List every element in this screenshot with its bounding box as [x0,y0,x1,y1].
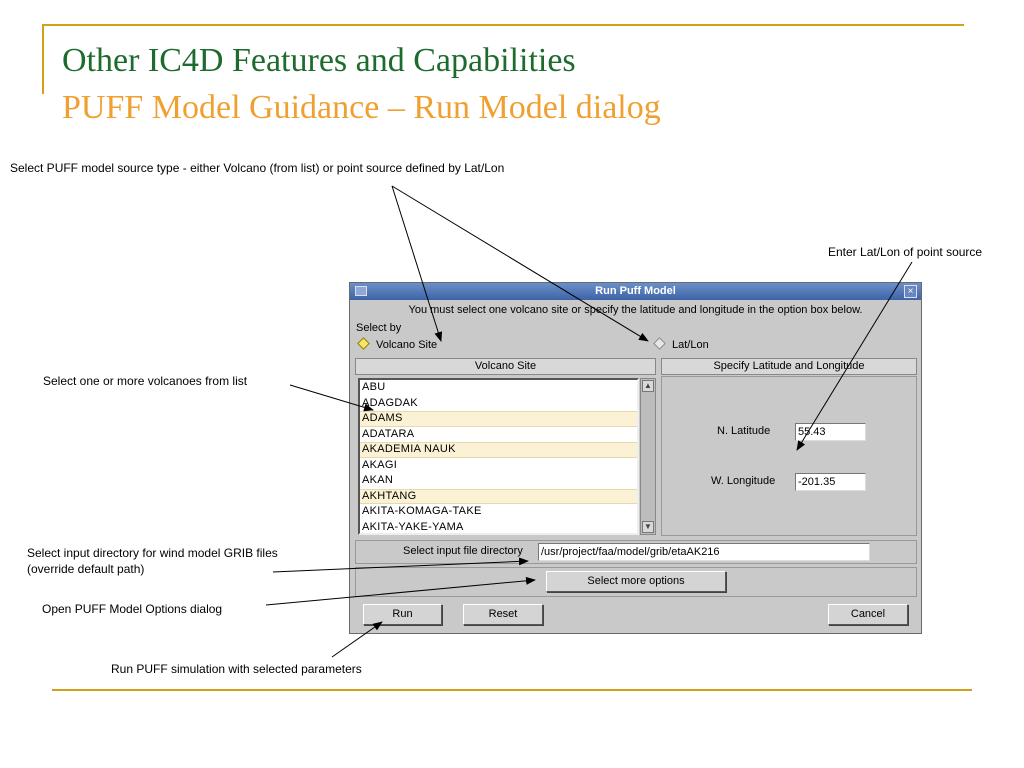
annotation-source-type: Select PUFF model source type - either V… [10,161,505,175]
radio-latlon[interactable]: Lat/Lon [652,337,709,353]
volcano-list-scrollbar[interactable]: ▲ ▼ [640,378,656,535]
select-by-label: Select by [356,322,402,334]
volcano-list-item[interactable]: AKAGI [362,458,398,471]
volcano-list-item[interactable]: AKAN [362,474,394,486]
dialog-title: Run Puff Model [595,285,676,297]
radio-volcano-site[interactable]: Volcano Site [356,337,438,353]
volcano-list-item[interactable]: ADAGDAK [362,396,418,409]
latlon-panel [661,376,917,536]
input-directory-label: Select input file directory [403,545,523,557]
volcano-list-item[interactable]: ADATARA [362,427,415,440]
longitude-label: W. Longitude [711,475,776,487]
close-icon[interactable]: × [904,285,917,298]
select-more-options-button[interactable]: Select more options [546,571,726,592]
reset-button[interactable]: Reset [463,604,543,625]
annotation-options: Open PUFF Model Options dialog [42,602,223,616]
volcano-list-item[interactable]: AKITA-YAKE-YAMA [362,520,464,533]
latitude-label: N. Latitude [717,425,771,437]
latlon-header: Specify Latitude and Longitude [661,358,917,375]
run-button[interactable]: Run [363,604,442,625]
longitude-input[interactable] [795,473,866,491]
annotation-input-dir-line2: (override default path) [27,562,145,576]
radio-selected-icon [357,337,370,350]
annotation-input-dir: Select input directory for wind model GR… [27,545,278,577]
annotation-latlon: Enter Lat/Lon of point source [828,245,983,259]
volcano-list-item[interactable]: AKITA-KOMAGA-TAKE [362,505,482,517]
run-puff-model-dialog: Run Puff Model × You must select one vol… [349,282,922,634]
dialog-titlebar[interactable]: Run Puff Model × [350,283,921,300]
volcano-list-item[interactable]: AKADEMIA NAUK [360,442,637,458]
cancel-button[interactable]: Cancel [828,604,908,625]
radio-unselected-icon [653,337,666,350]
scroll-up-arrow-icon[interactable]: ▲ [642,380,654,392]
slide-title: Other IC4D Features and Capabilities [62,42,576,79]
radio-volcano-site-label: Volcano Site [376,339,438,351]
input-directory-section [355,540,917,564]
volcano-list-item[interactable]: AKHTANG [360,488,637,504]
volcano-list-item[interactable]: ABU [362,381,386,393]
latitude-input[interactable] [795,423,866,441]
left-rule [42,24,44,94]
top-rule [42,24,964,26]
bottom-rule [52,689,972,691]
volcano-site-header: Volcano Site [355,358,656,375]
window-menu-icon[interactable] [355,286,367,296]
annotation-volcano-list: Select one or more volcanoes from list [43,374,248,388]
annotation-run: Run PUFF simulation with selected parame… [111,662,362,676]
radio-latlon-label: Lat/Lon [672,339,709,351]
annotation-input-dir-line1: Select input directory for wind model GR… [27,546,278,560]
input-directory-field[interactable] [538,543,870,561]
scroll-down-arrow-icon[interactable]: ▼ [642,521,654,533]
instruction-text: You must select one volcano site or spec… [408,304,863,316]
slide-subtitle: PUFF Model Guidance – Run Model dialog [62,89,661,126]
volcano-list-item[interactable]: ADAMS [360,411,637,427]
